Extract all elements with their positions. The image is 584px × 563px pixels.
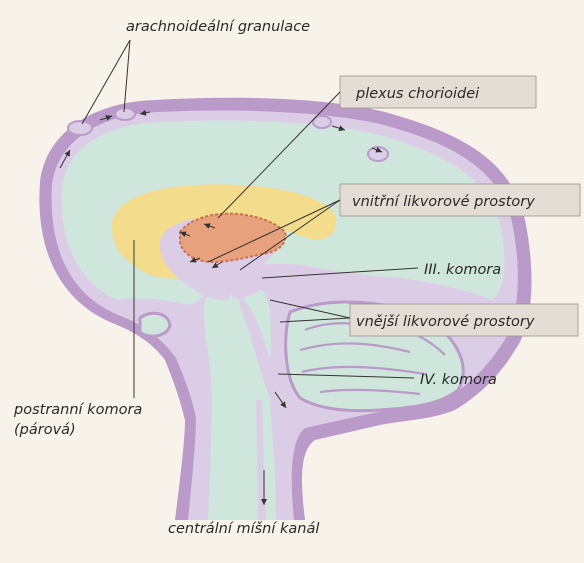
optic-fold: [140, 313, 170, 336]
label-plexus: plexus chorioidei: [355, 86, 479, 102]
label-third-ventricle: III. komora: [424, 262, 501, 278]
label-lateral-ventricle-paired: (párová): [14, 422, 76, 438]
brainstem: [204, 285, 276, 520]
label-external: vnější likvorové prostory: [356, 314, 535, 330]
label-central-canal: centrální míšní kanál: [168, 521, 319, 537]
label-internal: vnitřní likvorové prostory: [352, 194, 535, 210]
label-arachnoid: arachnoideální granulace: [126, 19, 310, 35]
label-fourth-ventricle: IV. komora: [420, 372, 497, 388]
leader-arachnoid-2: [124, 40, 130, 112]
label-lateral-ventricle: postranní komora: [13, 402, 142, 418]
